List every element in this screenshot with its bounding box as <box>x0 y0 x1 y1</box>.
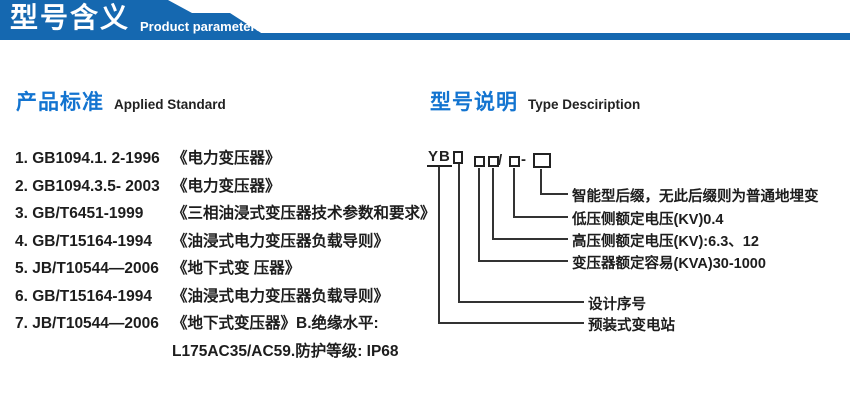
connector-line-box3 <box>492 168 568 240</box>
connector-line-box2 <box>478 168 568 262</box>
standard-code: 6. GB/T15164-1994 <box>15 287 153 305</box>
connector-line-box4 <box>513 168 568 218</box>
standard-desc: 《地下式变压器》B.绝缘水平: <box>172 315 379 332</box>
list-item: 4. GB/T15164-1994 《油浸式电力变压器负载导则》 <box>15 228 435 256</box>
type-description-heading: 型号说明 Type Desciription <box>430 86 640 116</box>
standards-list: 1. GB1094.1. 2-1996 《电力变压器》 2. GB1094.3.… <box>15 145 436 366</box>
model-code-box-1 <box>453 151 463 164</box>
model-code-box-3 <box>488 156 499 167</box>
standard-desc: 《油浸式电力变压器负载导则》 <box>172 232 390 250</box>
standard-desc: 《三相油浸式变压器技术参数和要求》 <box>172 205 436 222</box>
diagram-label-smart-suffix: 智能型后缀，无此后缀则为普通地埋变 <box>572 189 819 205</box>
applied-standard-title-zh: 产品标准 <box>16 91 104 114</box>
model-code-box-4 <box>509 156 520 167</box>
model-code-box-5 <box>533 153 551 168</box>
list-item: 3. GB/T6451-1999 《三相油浸式变压器技术参数和要求》 <box>15 200 436 228</box>
model-prefix: YB <box>428 148 451 165</box>
applied-standard-title-en: Applied Standard <box>114 97 226 112</box>
page-title: 型号含义 <box>10 2 131 33</box>
model-code-slash: / <box>498 152 503 169</box>
standard-desc: 《油浸式电力变压器负载导则》 <box>172 287 390 305</box>
list-item: 2. GB1094.3.5- 2003 《电力变压器》 <box>15 173 435 201</box>
diagram-label-rated-capacity: 变压器额定容易(KVA)30-1000 <box>572 256 766 272</box>
list-item: 7. JB/T10544—2006 《地下式变压器》B.绝缘水平: <box>15 310 435 338</box>
connector-line-box1 <box>458 164 584 303</box>
standard-desc: 《电力变压器》 <box>172 150 281 167</box>
list-item: 5. JB/T10544—2006 《地下式变 压器》 <box>15 255 435 283</box>
diagram-label-hv-voltage: 高压侧额定电压(KV):6.3、12 <box>572 234 759 250</box>
standard-code <box>15 338 172 366</box>
standard-code: 3. GB/T6451-1999 <box>15 205 144 222</box>
standard-desc: L175AC35/AC59.防护等级: IP68 <box>172 342 399 360</box>
model-code-box-2 <box>474 156 485 167</box>
model-code-dash: - <box>521 151 526 168</box>
list-item: 1. GB1094.1. 2-1996 《电力变压器》 <box>15 145 435 173</box>
type-description-title-en: Type Desciription <box>528 97 641 112</box>
diagram-label-design-serial: 设计序号 <box>588 297 646 313</box>
applied-standard-heading: 产品标准 Applied Standard <box>16 86 226 116</box>
standard-code: 5. JB/T10544—2006 <box>15 260 159 277</box>
diagram-label-prefab-substation: 预装式变电站 <box>588 318 675 334</box>
standard-code: 4. GB/T15164-1994 <box>15 232 153 250</box>
standard-desc: 《地下式变 压器》 <box>172 260 301 277</box>
standard-code: 2. GB1094.3.5- 2003 <box>15 177 160 195</box>
diagram-label-lv-voltage: 低压侧额定电压(KV)0.4 <box>572 212 724 228</box>
standard-desc: 《电力变压器》 <box>172 177 281 195</box>
list-item-continuation: L175AC35/AC59.防护等级: IP68 <box>15 338 435 366</box>
standard-code: 1. GB1094.1. 2-1996 <box>15 150 160 167</box>
standard-code: 7. JB/T10544—2006 <box>15 315 159 332</box>
type-description-title-zh: 型号说明 <box>430 91 518 114</box>
connector-line-prefix <box>438 167 584 324</box>
model-prefix-underline <box>427 165 452 167</box>
connector-line-box5 <box>540 169 568 195</box>
page-subtitle: Product parameters <box>140 19 263 34</box>
list-item: 6. GB/T15164-1994 《油浸式电力变压器负载导则》 <box>15 283 435 311</box>
header-tail-bar <box>0 33 850 40</box>
